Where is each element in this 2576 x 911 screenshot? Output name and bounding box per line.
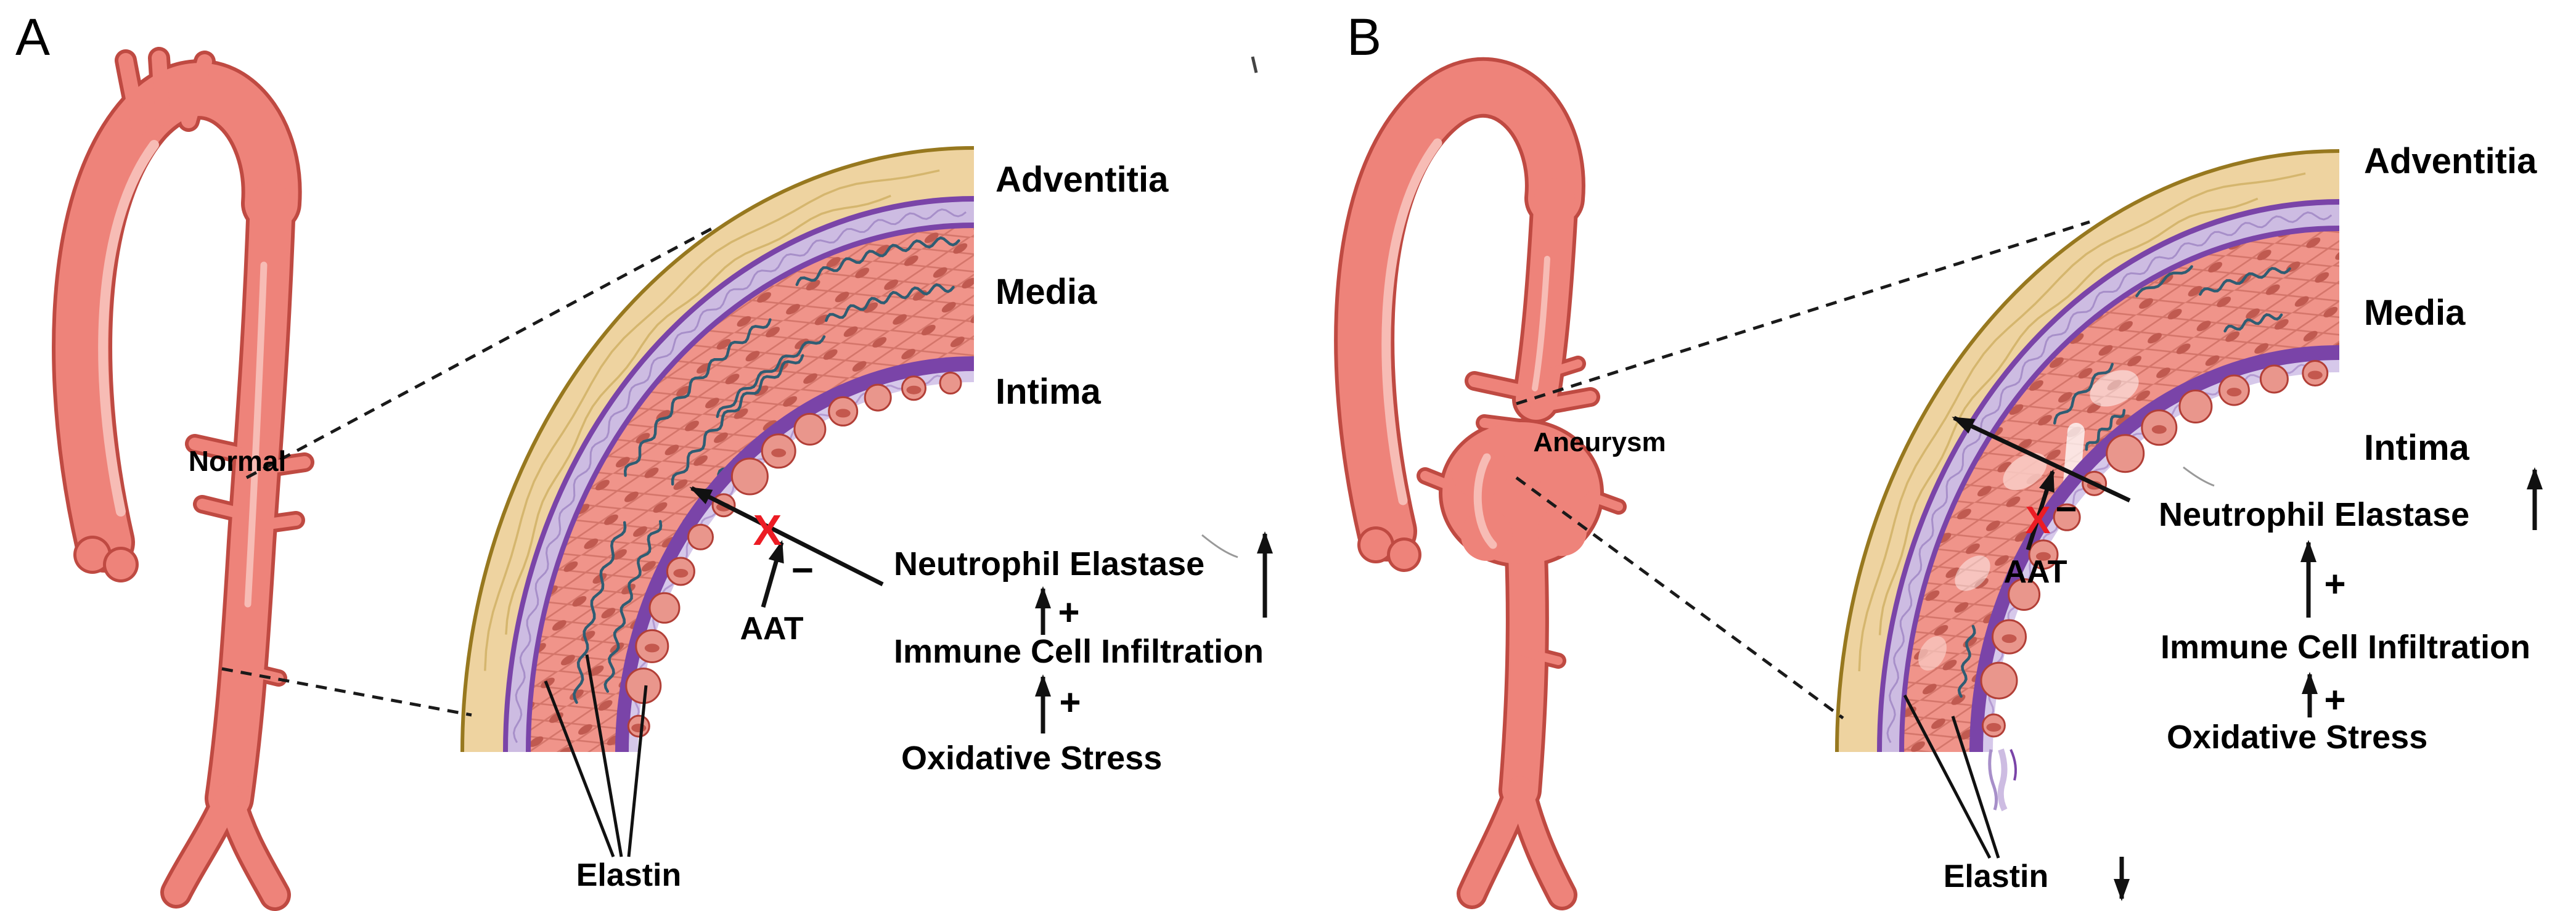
layer-label-media-b: Media [2364,293,2466,333]
aat-inhibition-arrow-b [2026,469,2055,551]
aat-label-a: AAT [740,611,804,647]
pathway-oxidative-stress-a: Oxidative Stress [901,740,1163,777]
neutrophil-elastase-arrow-b [1952,415,2131,503]
magnifier-cone-upper-line-b [1516,220,2090,406]
layer-label-intima-a: Intima [996,372,1101,412]
block-x-mark-a: X [753,506,782,554]
elastin-pointer-lines-a [544,654,648,857]
aat-label-b: AAT [2003,554,2067,590]
elastin-pointer-lines-b [1903,694,2000,859]
vessel-state-label-normal: Normal [188,445,287,477]
pathway-plus-sign-2-a: + [1059,682,1081,723]
elastin-label-a: Elastin [576,857,682,893]
pathway-immune-cell-infiltration-a: Immune Cell Infiltration [894,633,1264,670]
layer-label-intima-b: Intima [2364,428,2469,468]
layer-label-adventitia-a: Adventitia [996,160,1169,200]
normal-aorta-illustration [52,47,314,911]
pathway-oxidative-stress-b: Oxidative Stress [2167,719,2428,756]
pathway-plus-sign-1-b: + [2324,563,2346,605]
layer-label-media-a: Media [996,272,1097,312]
pathway-immune-cell-infiltration-b: Immune Cell Infiltration [2161,629,2531,666]
vessel-wall-cross-section-aneurysm [1835,149,2340,753]
scan-artifact-curve-a [1201,534,1238,558]
frayed-intima-strands [1988,748,2017,812]
vessel-wall-cross-section-normal [460,146,975,753]
scan-artifact-tick [1251,56,1258,73]
inhibition-minus-sign-b: − [2055,488,2077,529]
magnifier-cone-lower-line-a [221,667,472,717]
block-x-mark-b: X [2025,499,2051,542]
panel-letter-b: B [1347,8,1382,66]
magnifier-cone-upper-line-a [245,225,716,480]
neutrophil-elastase-arrow-a [689,486,884,587]
elastin-label-b: Elastin [1943,859,2049,894]
panel-letter-a: A [15,8,51,66]
aneurysm-aorta-illustration [1334,57,1627,910]
pathway-plus-sign-2-b: + [2324,679,2346,721]
pathway-neutrophil-elastase-a: Neutrophil Elastase [894,545,1205,582]
pathway-plus-sign-1-a: + [1058,592,1080,633]
pathway-neutrophil-elastase-b: Neutrophil Elastase [2159,496,2470,533]
vessel-state-label-aneurysm: Aneurysm [1533,427,1666,457]
scan-artifact-curve-b [2183,466,2215,487]
magnifier-cone-lower-line-b [1515,476,1844,720]
inhibition-minus-sign-a: − [791,549,814,592]
aat-inhibition-arrow-a [761,540,784,608]
layer-label-adventitia-b: Adventitia [2364,141,2537,181]
